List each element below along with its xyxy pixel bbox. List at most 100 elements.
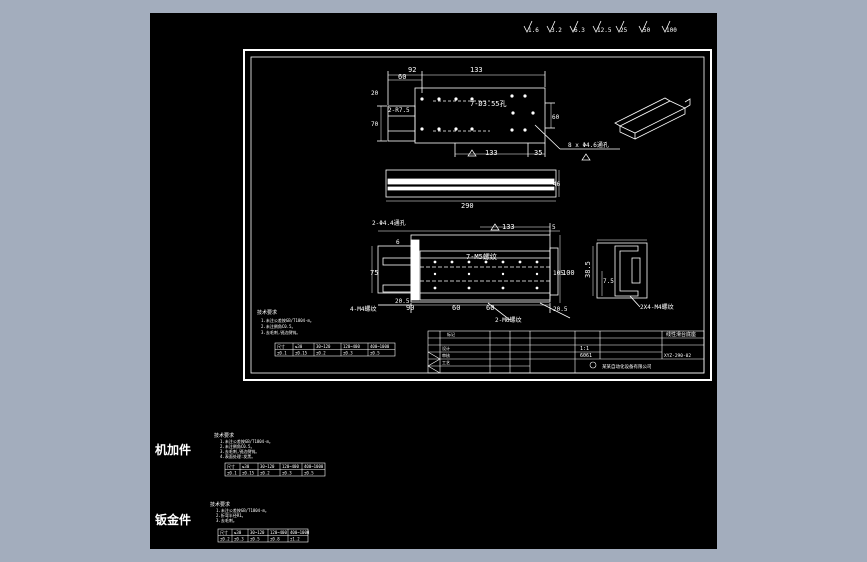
svg-text:35: 35 <box>534 149 542 157</box>
section-view[interactable] <box>592 239 648 308</box>
roughness-symbols: 1.6 3.2 6.3 12.5 25 50 100 <box>523 20 677 34</box>
svg-text:2-R7.5: 2-R7.5 <box>388 107 410 114</box>
svg-text:20.5: 20.5 <box>553 306 568 313</box>
svg-text:60: 60 <box>552 114 560 121</box>
check-icon <box>546 20 556 33</box>
svg-text:设计: 设计 <box>442 345 450 351</box>
svg-text:120~400: 120~400 <box>343 344 360 349</box>
svg-text:±0.5: ±0.5 <box>304 471 314 476</box>
svg-text:线性滑台底座: 线性滑台底座 <box>666 331 696 338</box>
svg-text:≤30: ≤30 <box>295 344 303 349</box>
svg-text:1.未注公差按GB/T1804-m。: 1.未注公差按GB/T1804-m。 <box>220 438 273 444</box>
svg-text:≤30: ≤30 <box>234 530 242 535</box>
svg-text:60: 60 <box>486 304 494 312</box>
top-view[interactable] <box>377 71 620 157</box>
drawing-sheet: 1.6 3.2 6.3 12.5 25 50 100 <box>150 13 717 549</box>
roughness-7: 100 <box>666 27 677 34</box>
svg-text:60: 60 <box>398 73 406 81</box>
svg-text:5: 5 <box>552 224 556 231</box>
title-block-text: 标记 设计 审核 工艺 线性滑台底座 1:1 6061 XYZ-290-02 某… <box>442 331 696 370</box>
svg-text:±0.2: ±0.2 <box>260 471 270 476</box>
svg-text:2-Φ4.4通孔: 2-Φ4.4通孔 <box>372 219 406 227</box>
svg-text:400~1000: 400~1000 <box>304 464 324 469</box>
check-icon <box>661 20 671 33</box>
svg-text:±0.3: ±0.3 <box>234 537 244 542</box>
svg-text:1:1: 1:1 <box>580 346 589 352</box>
svg-text:±0.2: ±0.2 <box>316 351 326 356</box>
svg-text:XYZ-290-02: XYZ-290-02 <box>664 353 691 359</box>
svg-text:技术要求: 技术要求 <box>214 432 234 439</box>
front-view-dimensions: 2-Φ4.4通孔 133 5 6 7-M5螺纹 75 105 100 4-M4螺… <box>350 219 575 324</box>
svg-text:1.未注公差按GB/T1804-m。: 1.未注公差按GB/T1804-m。 <box>261 317 314 323</box>
middle-view[interactable] <box>385 169 560 202</box>
svg-text:标记: 标记 <box>447 331 455 337</box>
svg-text:2.未注倒角C0.5。: 2.未注倒角C0.5。 <box>261 323 295 329</box>
notes-b: 技术要求 1.未注公差按GB/T1804-m。 2.折弯半径R1。 3.去毛刺。 <box>210 501 269 523</box>
svg-text:7.5: 7.5 <box>603 278 614 285</box>
svg-text:92: 92 <box>408 66 416 74</box>
front-view-holes <box>433 260 539 290</box>
svg-text:7-M5螺纹: 7-M5螺纹 <box>466 252 497 261</box>
check-icon <box>615 20 625 33</box>
svg-text:3.去毛刺。: 3.去毛刺。 <box>216 517 237 523</box>
svg-text:技术要求: 技术要求 <box>210 501 230 508</box>
title-block[interactable] <box>427 330 705 374</box>
svg-text:±0.15: ±0.15 <box>242 471 255 476</box>
svg-text:技术要求: 技术要求 <box>257 309 277 316</box>
svg-text:工艺: 工艺 <box>442 360 450 365</box>
svg-text:4.表面处理:发黑。: 4.表面处理:发黑。 <box>220 453 255 459</box>
svg-text:100: 100 <box>562 269 575 277</box>
svg-text:6061: 6061 <box>580 353 592 359</box>
svg-text:400~1000: 400~1000 <box>290 530 310 535</box>
svg-text:尺寸: 尺寸 <box>227 463 235 469</box>
svg-text:某某自动化设备有限公司: 某某自动化设备有限公司 <box>602 363 652 370</box>
svg-text:105: 105 <box>553 270 564 277</box>
roughness-4: 12.5 <box>597 27 612 34</box>
svg-text:7-Ø3.55孔: 7-Ø3.55孔 <box>470 100 507 108</box>
check-icon <box>592 20 602 33</box>
svg-text:133: 133 <box>485 149 498 157</box>
cad-drawing-canvas[interactable]: 1.6 3.2 6.3 12.5 25 50 100 <box>150 13 717 549</box>
notes-a: 技术要求 1.未注公差按GB/T1804-m。 2.未注倒角C0.5。 3.去毛… <box>214 432 273 459</box>
svg-text:尺寸: 尺寸 <box>277 343 285 349</box>
svg-text:30~120: 30~120 <box>316 344 331 349</box>
svg-text:尺寸: 尺寸 <box>220 529 228 535</box>
svg-text:4-M4螺纹: 4-M4螺纹 <box>350 305 376 313</box>
svg-text:3.去毛刺,锐边倒钝。: 3.去毛刺,锐边倒钝。 <box>261 329 300 335</box>
svg-text:±0.3: ±0.3 <box>282 471 292 476</box>
side-label-machined: 机加件 <box>155 442 191 457</box>
roughness-2: 3.2 <box>551 27 562 34</box>
svg-text:290: 290 <box>461 202 474 210</box>
svg-text:90: 90 <box>406 304 414 312</box>
side-label-sheetmetal: 钣金件 <box>155 512 191 527</box>
check-icon <box>523 20 533 33</box>
svg-text:1.未注公差按GB/T1804-m。: 1.未注公差按GB/T1804-m。 <box>216 507 269 513</box>
notes-main: 技术要求 1.未注公差按GB/T1804-m。 2.未注倒角C0.5。 3.去毛… <box>257 309 314 335</box>
svg-text:8 x Φ4.6通孔: 8 x Φ4.6通孔 <box>568 141 609 149</box>
svg-text:30~120: 30~120 <box>260 464 275 469</box>
svg-text:±1.2: ±1.2 <box>290 537 300 542</box>
svg-text:3.去毛刺,锐边倒钝。: 3.去毛刺,锐边倒钝。 <box>220 448 259 454</box>
top-view-holes <box>420 94 535 132</box>
outer-frame <box>243 49 712 381</box>
roughness-6: 50 <box>643 27 651 34</box>
check-icon <box>638 20 648 33</box>
svg-text:60: 60 <box>452 304 460 312</box>
check-icon <box>569 20 579 33</box>
svg-text:120~400: 120~400 <box>270 530 287 535</box>
svg-text:120~400: 120~400 <box>282 464 299 469</box>
section-view-dimensions: 38.5 7.5 2X4-M4螺纹 <box>584 261 674 311</box>
svg-text:400~1000: 400~1000 <box>370 344 390 349</box>
svg-text:±0.5: ±0.5 <box>370 351 380 356</box>
tolerance-table-b: 尺寸 ≤30 30~120 120~400 400~1000 ±0.2 ±0.3… <box>217 528 310 543</box>
roughness-3: 6.3 <box>574 27 585 34</box>
svg-text:38.5: 38.5 <box>584 261 592 278</box>
front-view[interactable] <box>371 223 571 321</box>
svg-text:±0.5: ±0.5 <box>250 537 260 542</box>
svg-text:2X4-M4螺纹: 2X4-M4螺纹 <box>640 303 674 311</box>
svg-text:±0.8: ±0.8 <box>270 537 280 542</box>
svg-text:±0.1: ±0.1 <box>277 351 287 356</box>
svg-text:30~120: 30~120 <box>250 530 265 535</box>
svg-text:75: 75 <box>370 269 378 277</box>
svg-text:6: 6 <box>396 239 400 246</box>
